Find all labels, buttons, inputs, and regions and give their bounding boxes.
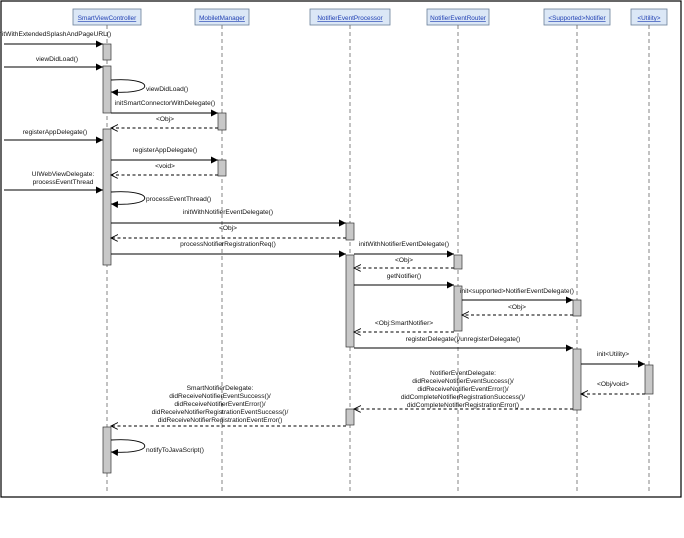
participant-label: <Supported>Notifier bbox=[548, 15, 606, 22]
message-label: <Obj:SmartNotifier> bbox=[375, 320, 433, 327]
message-label: registerAppDelegate() bbox=[23, 129, 88, 136]
message: <Obj> bbox=[111, 225, 346, 238]
message-label: <void> bbox=[155, 163, 175, 170]
message: processEventThread() bbox=[110, 191, 211, 208]
message-label: <Obj> bbox=[508, 304, 526, 311]
message-label: initWithExtendedSplashAndPageURL() bbox=[0, 31, 111, 38]
participant: <Supported>Notifier bbox=[543, 8, 611, 494]
message-label: <Obj> bbox=[156, 116, 174, 123]
message-label: <Obj> bbox=[219, 225, 237, 232]
message: viewDidLoad() bbox=[4, 56, 103, 71]
message: viewDidLoad() bbox=[110, 79, 188, 96]
message-label: <Obj> bbox=[395, 257, 413, 264]
self-message-arrow bbox=[110, 79, 145, 96]
activation-bar bbox=[217, 159, 227, 177]
message-label: init<Utility> bbox=[597, 351, 629, 358]
message-label: viewDidLoad() bbox=[36, 56, 78, 63]
activation-bar bbox=[572, 348, 582, 411]
message: init<supported>NotifierEventDelegate() bbox=[460, 288, 574, 304]
activation-bar bbox=[217, 112, 227, 131]
message: initWithNotifierEventDelegate() bbox=[354, 241, 454, 258]
message-label: SmartNotifierDelegate:didReceiveNotifier… bbox=[152, 385, 289, 424]
participant-label: MobiletManager bbox=[199, 15, 246, 22]
message: <Obj> bbox=[354, 257, 454, 268]
activation-bar bbox=[345, 254, 355, 348]
participant-label: NotifierEventRouter bbox=[430, 15, 487, 22]
message-label: init<supported>NotifierEventDelegate() bbox=[460, 288, 574, 295]
participant: NotifierEventRouter bbox=[426, 8, 490, 494]
activation-bar bbox=[102, 426, 112, 474]
message-label: initWithNotifierEventDelegate() bbox=[359, 241, 449, 248]
message-label: processEventThread() bbox=[146, 196, 211, 203]
message: registerAppDelegate() bbox=[111, 147, 218, 164]
activation-bar bbox=[102, 43, 112, 61]
diagram-frame bbox=[0, 0, 682, 498]
message-label: registerDelegate()/unregisterDelegate() bbox=[406, 336, 521, 343]
activation-bar bbox=[102, 65, 112, 114]
message: notifyToJavaScript() bbox=[110, 439, 204, 456]
activation-bar bbox=[572, 299, 582, 317]
message: NotifierEventDelegate:didReceiveNotifier… bbox=[354, 370, 573, 409]
message: processNotifierRegistrationReq() bbox=[111, 241, 346, 258]
message: SmartNotifierDelegate:didReceiveNotifier… bbox=[111, 385, 346, 426]
message: registerDelegate()/unregisterDelegate() bbox=[354, 336, 573, 352]
message-label: initSmartConnectorWithDelegate() bbox=[115, 100, 215, 107]
message-label: UIWebViewDelegate:processEventThread bbox=[32, 171, 95, 186]
activation-bar bbox=[644, 364, 654, 395]
participant: MobiletManager bbox=[194, 8, 250, 494]
activation-bar bbox=[345, 222, 355, 241]
message: UIWebViewDelegate:processEventThread bbox=[4, 171, 103, 194]
message: <Obj/void> bbox=[581, 381, 645, 394]
message-label: registerAppDelegate() bbox=[133, 147, 198, 154]
message: getNotifier() bbox=[354, 273, 454, 289]
message: registerAppDelegate() bbox=[4, 129, 103, 144]
message-label: processNotifierRegistrationReq() bbox=[180, 241, 276, 248]
activation-bar bbox=[453, 285, 463, 332]
message: initSmartConnectorWithDelegate() bbox=[111, 100, 218, 117]
activation-bar bbox=[345, 408, 355, 426]
activation-bar bbox=[102, 128, 112, 266]
participant-label: <Utility> bbox=[637, 15, 660, 22]
message-label: getNotifier() bbox=[387, 273, 421, 280]
message: <Obj> bbox=[462, 304, 573, 315]
message-label: notifyToJavaScript() bbox=[146, 447, 204, 454]
message-label: NotifierEventDelegate:didReceiveNotifier… bbox=[401, 370, 525, 409]
self-message-arrow bbox=[110, 439, 145, 456]
participant: <Utility> bbox=[630, 8, 668, 494]
message: initWithExtendedSplashAndPageURL() bbox=[0, 31, 111, 48]
message: init<Utility> bbox=[581, 351, 645, 368]
message-label: <Obj/void> bbox=[597, 381, 629, 388]
self-message-arrow bbox=[110, 191, 145, 208]
message: <Obj:SmartNotifier> bbox=[354, 320, 454, 332]
message: <void> bbox=[111, 163, 218, 175]
message: <Obj> bbox=[111, 116, 218, 128]
message-label: viewDidLoad() bbox=[146, 86, 188, 93]
activation-bar bbox=[453, 254, 463, 270]
participant-label: SmartViewController bbox=[78, 15, 137, 22]
message-label: initWithNotifierEventDelegate() bbox=[183, 209, 273, 216]
message: initWithNotifierEventDelegate() bbox=[111, 209, 346, 227]
participant-label: NotifierEventProcessor bbox=[317, 15, 383, 22]
